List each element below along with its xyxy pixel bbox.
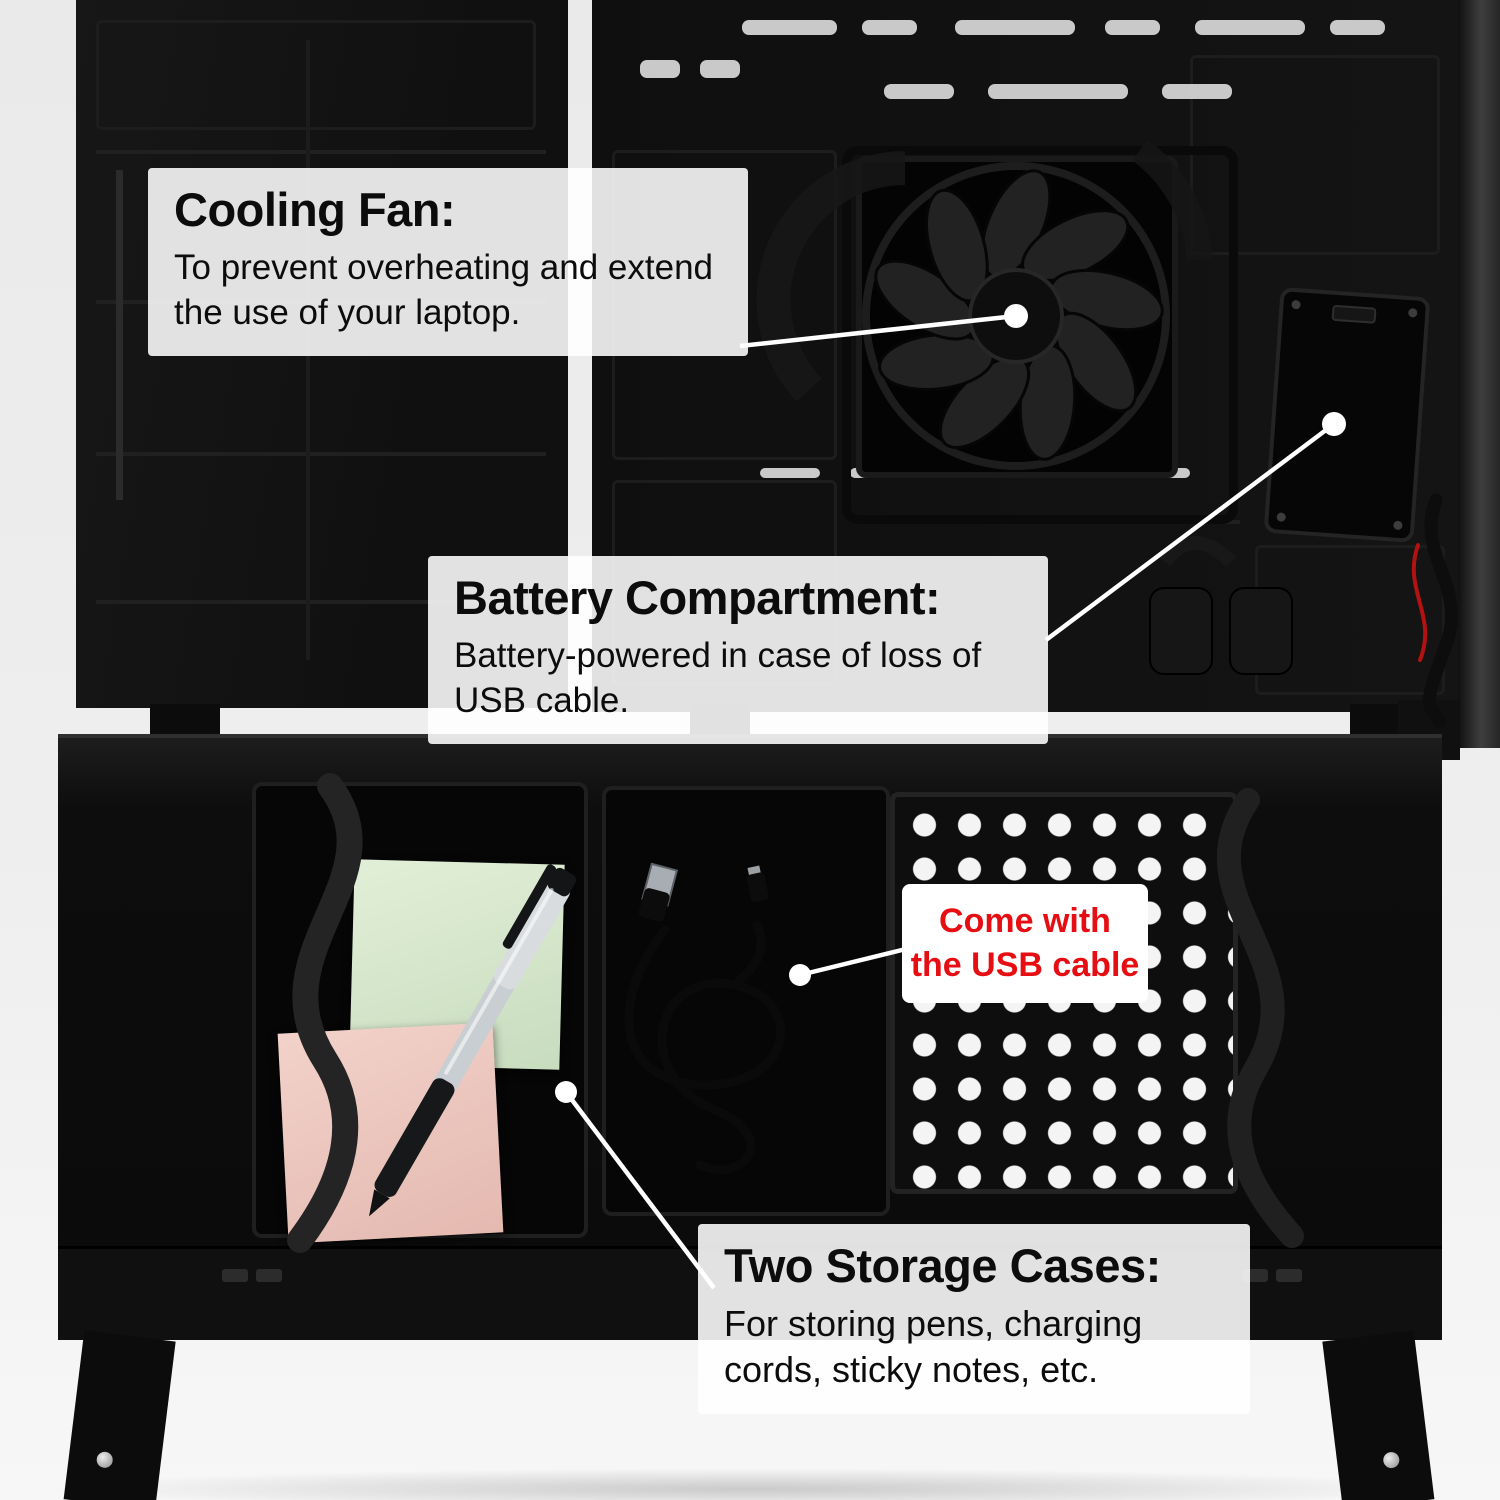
callout-body: For storing pens, charging cords, sticky… [724,1302,1143,1391]
callout-battery: Battery Compartment: Battery-powered in … [428,556,1048,744]
floor-shadow [40,1468,1460,1500]
vent-slot [862,20,917,35]
vent-slot [884,84,954,99]
callout-body: To prevent overheating and extend the us… [174,247,713,333]
callout-body-line2: the USB cable [910,945,1140,984]
screw [1407,308,1418,318]
latch-slot [1276,1269,1302,1282]
screw [1382,1451,1401,1470]
screw [1276,512,1287,522]
callout-storage-cases: Two Storage Cases: For storing pens, cha… [698,1224,1250,1415]
vent-slot [1330,20,1385,35]
panel-rib [96,150,546,154]
panel-highlight [116,170,123,500]
panel-rib [96,600,546,604]
desk-lid-hinge-edge [1458,0,1500,748]
latch-slot [222,1269,248,1282]
callout-body: Battery-powered in case of loss of USB c… [454,635,982,721]
callout-cooling-fan: Cooling Fan: To prevent overheating and … [148,168,748,356]
panel-rib [96,452,546,456]
vent-slot [700,60,740,78]
callout-usb-cable: Come with the USB cable [902,884,1148,1004]
latch-slot [256,1269,282,1282]
vent-slot [742,20,837,35]
storage-case-middle [602,786,890,1216]
screw [1393,520,1403,531]
callout-title: Two Storage Cases: [724,1239,1161,1292]
vent-slot [1105,20,1160,35]
vent-slot [760,468,820,478]
callout-body-line1: Come with [939,902,1111,940]
screw [1291,299,1301,310]
callout-title: Battery Compartment: [454,571,941,624]
battery-compartment [1263,287,1431,543]
vent-slot [1162,84,1232,99]
hinge-tab [150,704,220,738]
vent-slot [988,84,1128,99]
vent-slot [1195,20,1305,35]
panel-groove [96,20,536,130]
fan-stand-frame [842,146,1238,524]
sticky-note-pink [277,1022,504,1244]
panel-groove [1255,545,1445,695]
vent-slot [640,60,680,78]
battery-latch [1331,304,1377,324]
vent-slot [955,20,1075,35]
screw [95,1450,114,1469]
callout-title: Cooling Fan: [174,183,456,236]
